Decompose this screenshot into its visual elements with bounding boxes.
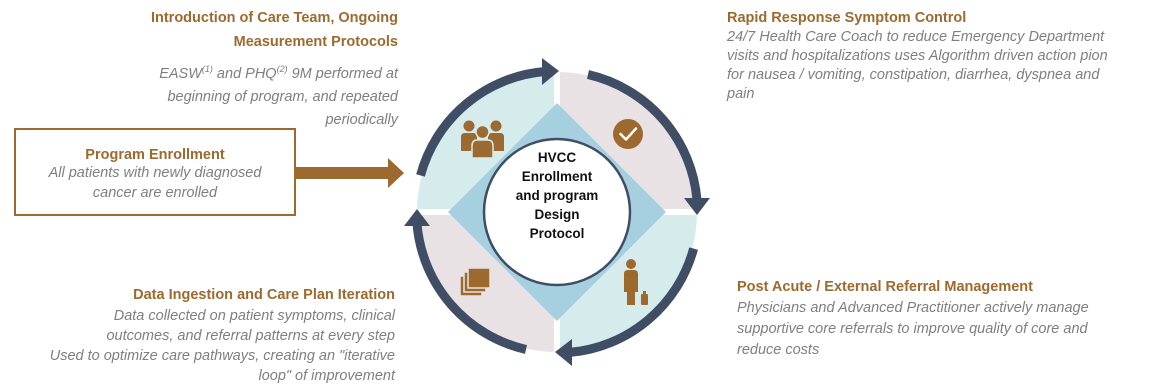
footnote-2: (2) bbox=[276, 64, 288, 74]
arrow-arc-left bbox=[412, 223, 528, 354]
bottom-left-line3: Used to optimize care pathways, creating… bbox=[49, 348, 395, 364]
top-left-body: EASW(1) and PHQ(2) 9M performed at begin… bbox=[98, 58, 398, 132]
top-right-line2: visits and hospitalizations uses Algorit… bbox=[727, 48, 1108, 64]
bottom-right-title: Post Acute / External Referral Managemen… bbox=[737, 279, 1033, 295]
arrowhead-left bbox=[404, 209, 430, 226]
checkmark-circle-icon bbox=[613, 119, 643, 149]
measure-text: 9M performed at bbox=[287, 65, 398, 82]
center-line4: Design bbox=[534, 207, 580, 222]
top-right-title: Rapid Response Symptom Control bbox=[727, 10, 967, 26]
top-left-body-line2: beginning of program, and repeated bbox=[167, 88, 398, 105]
arrowhead-bottom bbox=[555, 339, 572, 366]
bottom-left-title: Data Ingestion and Care Plan Iteration bbox=[133, 287, 395, 303]
arrowhead-top bbox=[542, 58, 559, 85]
bottom-right-line1: Physicians and Advanced Practitioner act… bbox=[737, 300, 1089, 316]
top-right-line3: for nausea / vomiting, constipation, dia… bbox=[727, 67, 1100, 83]
top-left-title: Introduction of Care Team, Ongoing Measu… bbox=[98, 8, 398, 53]
people-group-icon bbox=[461, 120, 504, 159]
top-right-body: 24/7 Health Care Coach to reduce Emergen… bbox=[727, 28, 1147, 104]
top-left-body-line3: periodically bbox=[325, 111, 398, 128]
program-enrollment-line1: All patients with newly diagnosed bbox=[48, 165, 262, 181]
top-right-line4: pain bbox=[727, 86, 755, 102]
bottom-left-line4: loop" of improvement bbox=[258, 368, 395, 384]
center-circle bbox=[482, 137, 632, 287]
top-right-line1: 24/7 Health Care Coach to reduce Emergen… bbox=[727, 29, 1105, 45]
center-line2: Enrollment bbox=[521, 169, 593, 184]
top-left-title-line2: Measurement Protocols bbox=[233, 34, 398, 50]
footnote-1: (1) bbox=[201, 64, 213, 74]
top-left-body-line1: EASW(1) and PHQ(2) 9M performed at bbox=[98, 58, 398, 86]
top-left-title-line1: Introduction of Care Team, Ongoing bbox=[150, 10, 398, 26]
bottom-left-line2: outcomes, and referral patterns at every… bbox=[106, 328, 395, 344]
bottom-right-line2: supportive core referrals to improve qua… bbox=[737, 321, 1088, 337]
bottom-right-line3: reduce costs bbox=[737, 342, 820, 358]
stacked-documents-icon bbox=[459, 267, 491, 297]
program-enrollment-line2: cancer are enrolled bbox=[92, 185, 218, 201]
center-label: HVCC Enrollment and program Design Proto… bbox=[477, 148, 637, 243]
center-line5: Protocol bbox=[529, 226, 585, 241]
enrollment-arrow-shaft bbox=[296, 167, 390, 179]
arrow-arc-bottom bbox=[569, 247, 698, 357]
center-line3: and program bbox=[515, 188, 599, 203]
enrollment-arrow-head bbox=[388, 158, 404, 188]
bottom-right-body: Physicians and Advanced Practitioner act… bbox=[737, 298, 1147, 361]
arrow-arc-top bbox=[416, 67, 546, 177]
bottom-left-line1: Data collected on patient symptoms, clin… bbox=[113, 308, 395, 324]
person-with-luggage-icon bbox=[624, 259, 648, 305]
center-line1: HVCC bbox=[537, 150, 577, 165]
program-enrollment-title: Program Enrollment bbox=[85, 147, 225, 163]
arrow-arc-right bbox=[586, 70, 702, 201]
easw-text: EASW bbox=[159, 65, 202, 82]
bottom-left-body: Data collected on patient symptoms, clin… bbox=[0, 306, 395, 386]
program-enrollment-box: Program Enrollment All patients with new… bbox=[14, 128, 296, 216]
arrowhead-right bbox=[684, 198, 710, 215]
phq-text: and PHQ bbox=[212, 65, 277, 82]
